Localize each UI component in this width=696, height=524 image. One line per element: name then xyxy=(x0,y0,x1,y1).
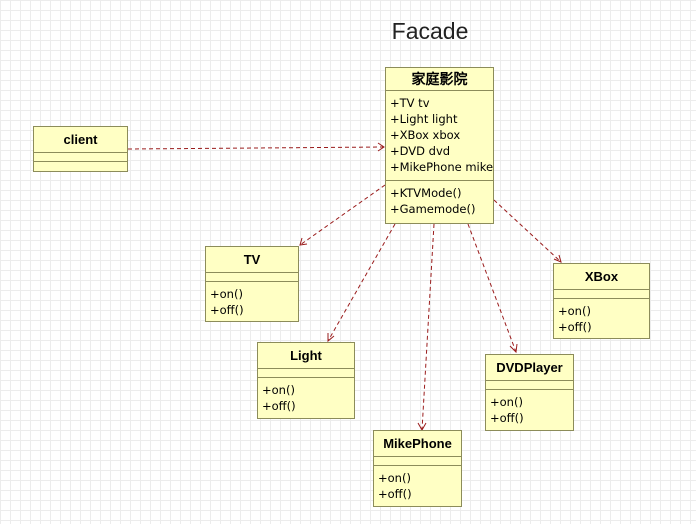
facade-attributes: +TV tv +Light light +XBox xbox +DVD dvd … xyxy=(386,91,493,181)
arrowhead-facade xyxy=(377,142,385,152)
tv-operation: +on() xyxy=(210,287,243,301)
client-class-name: client xyxy=(34,127,127,153)
mikephone-operation: +off() xyxy=(378,487,412,501)
arrowhead-dvdplayer xyxy=(509,343,518,354)
facade-to-light-link xyxy=(327,223,396,342)
mikephone-operations: +on() +off() xyxy=(374,466,461,502)
facade-to-dvdplayer-link xyxy=(467,223,517,353)
tv-operation: +off() xyxy=(210,303,244,317)
dvdplayer-class-box[interactable]: DVDPlayer +on() +off() xyxy=(485,354,574,431)
dvdplayer-operation: +off() xyxy=(490,411,524,425)
dvdplayer-attributes xyxy=(486,381,573,390)
mikephone-class-box[interactable]: MikePhone +on() +off() xyxy=(373,430,462,507)
light-class-box[interactable]: Light +on() +off() xyxy=(257,342,355,419)
xbox-operations: +on() +off() xyxy=(554,299,649,335)
client-operations xyxy=(34,162,127,171)
xbox-operation: +on() xyxy=(558,304,591,318)
diagram-title: Facade xyxy=(391,18,469,44)
arrowhead-tv xyxy=(299,237,308,246)
tv-operations: +on() +off() xyxy=(206,282,298,318)
client-to-facade-link xyxy=(127,146,385,150)
facade-attribute: +Light light xyxy=(390,112,458,126)
facade-attribute: +MikePhone mike xyxy=(390,160,494,174)
xbox-attributes xyxy=(554,290,649,299)
tv-attributes xyxy=(206,273,298,282)
light-class-name: Light xyxy=(258,343,354,369)
tv-class-name: TV xyxy=(206,247,298,273)
light-operations: +on() +off() xyxy=(258,378,354,414)
mikephone-attributes xyxy=(374,457,461,466)
facade-to-mikephone-link xyxy=(421,223,435,431)
facade-attribute: +TV tv xyxy=(390,96,430,110)
mikephone-class-name: MikePhone xyxy=(374,431,461,457)
arrowhead-xbox xyxy=(553,254,562,263)
light-operation: +off() xyxy=(262,399,296,413)
dvdplayer-operations: +on() +off() xyxy=(486,390,573,426)
xbox-class-name: XBox xyxy=(554,264,649,290)
facade-operation: +KTVMode() xyxy=(390,186,462,200)
light-operation: +on() xyxy=(262,383,295,397)
facade-operation: +Gamemode() xyxy=(390,202,476,216)
client-class-box[interactable]: client xyxy=(33,126,128,172)
light-attributes xyxy=(258,369,354,378)
dvdplayer-class-name: DVDPlayer xyxy=(486,355,573,381)
facade-to-tv-link xyxy=(299,184,386,246)
client-attributes xyxy=(34,153,127,162)
tv-class-box[interactable]: TV +on() +off() xyxy=(205,246,299,322)
mikephone-operation: +on() xyxy=(378,471,411,485)
facade-operations: +KTVMode() +Gamemode() xyxy=(386,181,493,217)
facade-class-name: 家庭影院 xyxy=(386,68,493,91)
arrowhead-light xyxy=(327,333,335,343)
xbox-class-box[interactable]: XBox +on() +off() xyxy=(553,263,650,339)
xbox-operation: +off() xyxy=(558,320,592,334)
facade-attribute: +XBox xbox xyxy=(390,128,461,142)
facade-class-box[interactable]: 家庭影院 +TV tv +Light light +XBox xbox +DVD… xyxy=(385,67,494,224)
dvdplayer-operation: +on() xyxy=(490,395,523,409)
facade-to-xbox-link xyxy=(493,199,562,263)
facade-attribute: +DVD dvd xyxy=(390,144,451,158)
